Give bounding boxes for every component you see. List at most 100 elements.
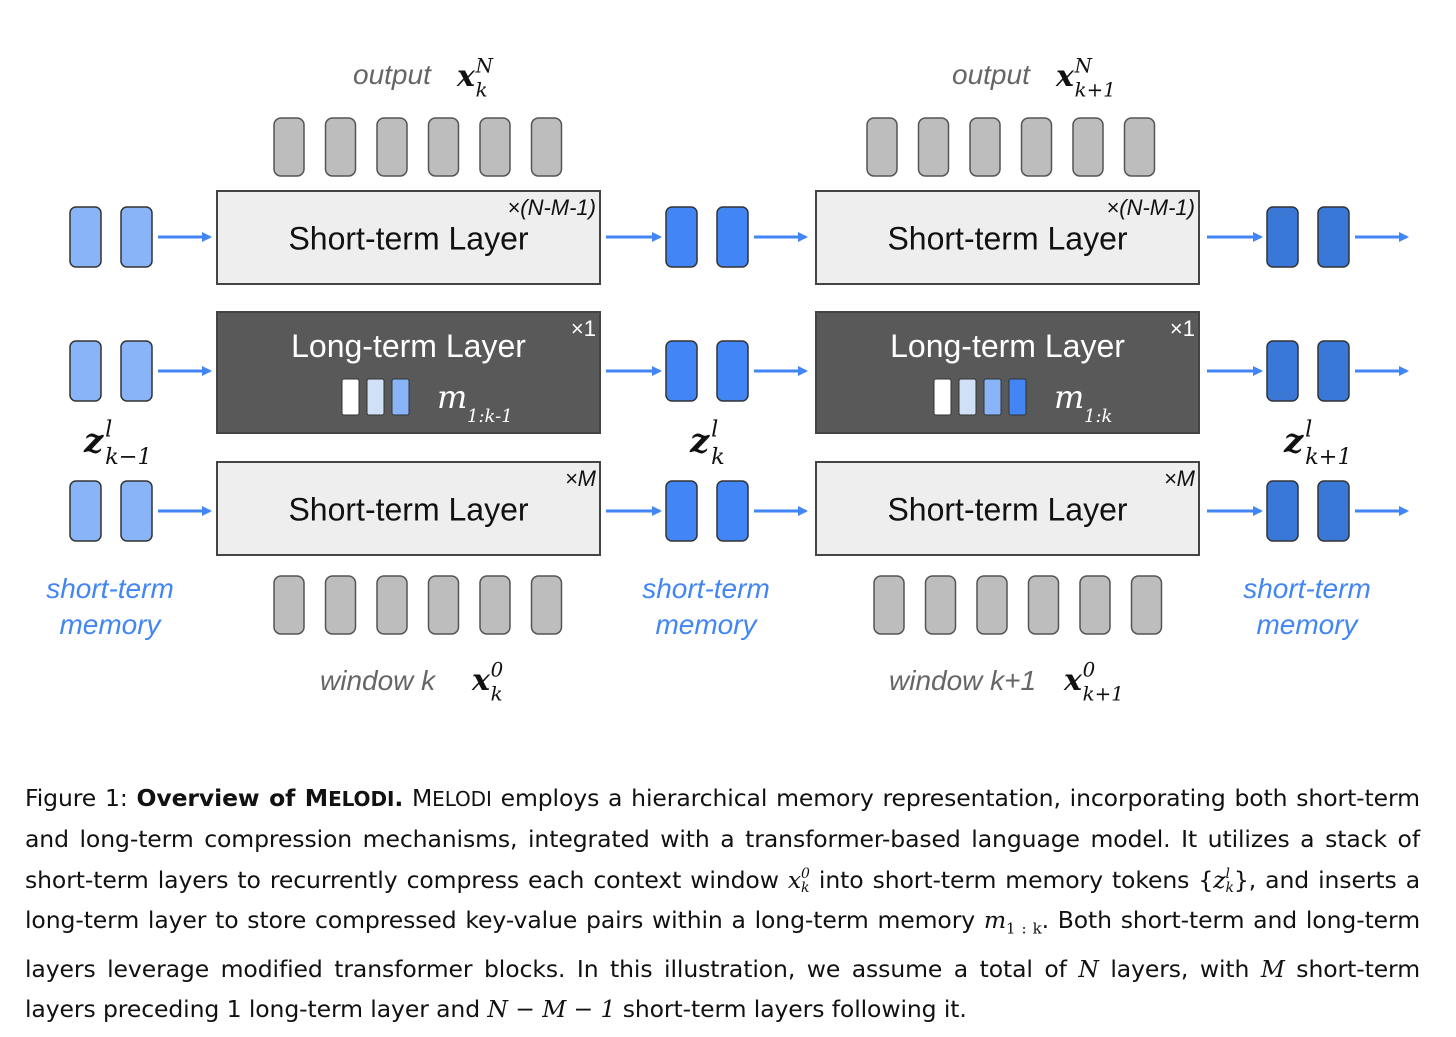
layer-multiplier: ×(N-M-1) (1106, 195, 1195, 220)
layer-multiplier: ×1 (571, 316, 596, 341)
memory-token (1266, 340, 1299, 402)
memory-token (665, 206, 698, 268)
input-token (1079, 575, 1111, 635)
memory-token (716, 206, 749, 268)
input-token (530, 575, 563, 635)
output-label: output (952, 59, 1031, 90)
layer-title: Long-term Layer (291, 328, 526, 364)
memory-token (665, 480, 698, 542)
caption-text-3: }, and inserts a long-term layer to stor… (25, 865, 1420, 934)
memory-z-symbol-symbol: z (83, 421, 104, 461)
memory-token (69, 206, 102, 268)
short-term-layer-box (815, 190, 1200, 285)
window-label: window k+1 (889, 665, 1036, 696)
input-token (273, 575, 305, 635)
memory-cell (933, 378, 952, 416)
output-token (1123, 117, 1156, 177)
memory-cell (391, 378, 410, 416)
layer-multiplier: ×1 (1170, 316, 1195, 341)
caption-math-expr: N − M − 1 (487, 995, 616, 1024)
memory-z-symbol-superscript: l (711, 417, 718, 443)
memory-token (716, 340, 749, 402)
memory-token (1317, 480, 1350, 542)
input-symbol-subscript: k (491, 683, 503, 706)
layer-title: Short-term Layer (288, 221, 528, 257)
input-symbol-superscript: 0 (491, 659, 504, 682)
caption-text-7: short-term layers following it. (615, 995, 967, 1024)
memory-token (665, 340, 698, 402)
caption-math-m: m1 : k (983, 905, 1042, 938)
layer-multiplier: ×(N-M-1) (507, 195, 596, 220)
input-token (976, 575, 1008, 635)
short-term-layer-box (216, 461, 601, 556)
memory-token (120, 340, 153, 402)
memory-symbol: m (1054, 378, 1084, 416)
output-symbol-subscript: k+1 (1075, 79, 1116, 102)
memory-token (120, 206, 153, 268)
layer-multiplier: ×M (565, 466, 597, 491)
memory-label-line1: short-term (46, 573, 174, 604)
output-token (917, 117, 950, 177)
memory-token (1266, 480, 1299, 542)
output-token (1020, 117, 1053, 177)
memory-label-line1: short-term (1243, 573, 1371, 604)
output-token (427, 117, 460, 177)
input-token (427, 575, 460, 635)
output-token (866, 117, 898, 177)
layer-title: Short-term Layer (887, 221, 1127, 257)
input-symbol-superscript: 0 (1083, 659, 1096, 682)
layer-title: Long-term Layer (890, 328, 1125, 364)
caption-text-1: employs a hierarchical memory representa… (25, 784, 1420, 894)
memory-token (1317, 206, 1350, 268)
memory-cell (366, 378, 385, 416)
output-token (969, 117, 1001, 177)
output-symbol-superscript: N (1074, 55, 1093, 78)
memory-token (1266, 206, 1299, 268)
memory-z-symbol-subscript: k (711, 444, 725, 470)
memory-label-line2: memory (59, 609, 162, 640)
input-token (479, 575, 511, 635)
input-token (1130, 575, 1163, 635)
memory-label-line1: short-term (642, 573, 770, 604)
caption-text-5: layers, with (1098, 954, 1261, 983)
output-token (376, 117, 408, 177)
caption-figure-number: Figure 1: (25, 784, 128, 812)
memory-z-symbol-subscript: k+1 (1305, 444, 1352, 470)
input-token (376, 575, 408, 635)
memory-z-symbol-superscript: l (105, 417, 112, 443)
long-term-layer-box (815, 311, 1200, 434)
input-token (324, 575, 357, 635)
caption-math-N: N (1078, 954, 1099, 983)
figure-caption: Figure 1: Overview of MELODI. MELODI emp… (25, 778, 1420, 1029)
caption-text-4: . Both short-term and long-term layers l… (25, 905, 1420, 983)
memory-token (120, 480, 153, 542)
caption-model-name: MELODI (411, 784, 492, 812)
memory-label-line2: memory (1256, 609, 1359, 640)
memory-subscript: 1:k (1084, 406, 1112, 427)
layer-title: Short-term Layer (887, 492, 1127, 528)
caption-text-2: into short-term memory tokens { (809, 865, 1214, 894)
memory-token (716, 480, 749, 542)
memory-cell (958, 378, 977, 416)
output-symbol-symbol: x (1055, 59, 1075, 94)
memory-z-symbol-superscript: l (1305, 417, 1312, 443)
output-token (530, 117, 563, 177)
layer-title: Short-term Layer (288, 492, 528, 528)
output-token (324, 117, 357, 177)
memory-z-symbol-symbol: z (689, 421, 710, 461)
output-symbol-superscript: N (475, 55, 494, 78)
memory-token (1317, 340, 1350, 402)
layer-multiplier: ×M (1164, 466, 1196, 491)
memory-z-symbol-subscript: k−1 (105, 444, 152, 470)
output-symbol-subscript: k (476, 79, 488, 102)
input-symbol-symbol: x (471, 663, 491, 698)
memory-label-line2: memory (655, 609, 758, 640)
